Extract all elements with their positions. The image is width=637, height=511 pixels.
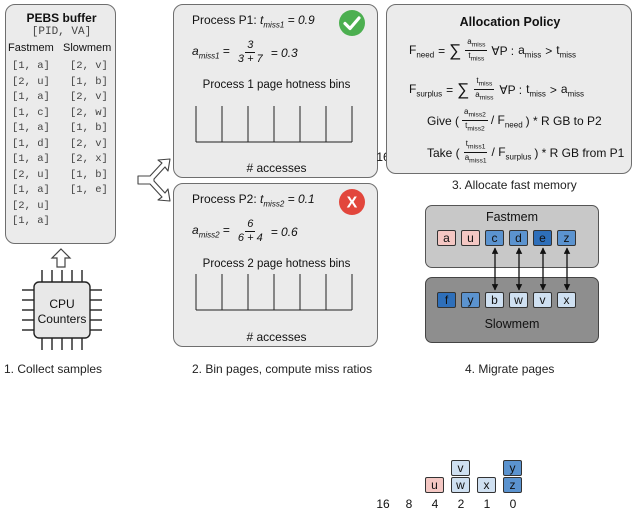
slowmem-box bbox=[425, 277, 599, 343]
bin-tick-label: 0 bbox=[509, 497, 517, 511]
p2-xlabel: # accesses bbox=[246, 330, 307, 344]
pebs-fast-row: [1, a] bbox=[12, 60, 50, 72]
mem-page-u: u bbox=[461, 230, 480, 246]
pebs-fast-row: [1, a] bbox=[12, 91, 50, 103]
p2-bins-title: Process 2 page hotness bins bbox=[202, 258, 351, 270]
pebs-fastmem-header: Fastmem bbox=[8, 42, 54, 54]
bin-tick-label: 16 bbox=[376, 497, 390, 511]
pebs-title: PEBS buffer bbox=[26, 11, 97, 25]
bin-tick-label: 4 bbox=[431, 497, 439, 511]
mem-page-f: f bbox=[437, 292, 456, 308]
pebs-fast-row: [1, a] bbox=[12, 184, 50, 196]
bin-tick-label: 8 bbox=[405, 497, 413, 511]
pebs-slow-row: [2, w] bbox=[70, 106, 108, 119]
pebs-subtitle: [PID, VA] bbox=[31, 26, 92, 38]
mem-page-d: d bbox=[509, 230, 528, 246]
mem-page-c: c bbox=[485, 230, 504, 246]
pebs-slow-row: [1, e] bbox=[70, 184, 108, 196]
policy-title: Allocation Policy bbox=[459, 15, 561, 29]
p2-title: Process P2: tmiss2 = 0.1 bbox=[192, 192, 315, 209]
page-cell-z: z bbox=[503, 477, 522, 493]
page-cell-y: y bbox=[503, 460, 522, 476]
p1-title: Process P1: tmiss1 = 0.9 bbox=[192, 13, 315, 30]
pebs-fast-row: [1, d] bbox=[12, 137, 50, 150]
bin-tick-label: 2 bbox=[457, 497, 465, 511]
caption-step2: 2. Bin pages, compute miss ratios bbox=[192, 362, 373, 376]
pebs-fast-row: [2, u] bbox=[12, 199, 50, 212]
fork-arrow-icon bbox=[137, 158, 171, 202]
bin-tick-label: 1 bbox=[483, 497, 491, 511]
caption-step3: 3. Allocate fast memory bbox=[452, 178, 577, 192]
mem-page-a: a bbox=[437, 230, 456, 246]
pebs-fast-row: [1, a] bbox=[12, 122, 50, 134]
pebs-slow-row: [2, v] bbox=[70, 60, 108, 72]
pebs-slow-row: [1, b] bbox=[70, 122, 108, 134]
mem-page-z: z bbox=[557, 230, 576, 246]
pebs-slow-row: [2, v] bbox=[70, 137, 108, 150]
p1-bins-title: Process 1 page hotness bins bbox=[202, 79, 351, 91]
mem-page-e: e bbox=[533, 230, 552, 246]
pebs-slow-row: [2, v] bbox=[70, 91, 108, 103]
pebs-slowmem-header: Slowmem bbox=[63, 42, 112, 54]
pebs-fastmem-list: [1, a] [2, u] [1, a] [1, c] [1, a] [1, d] [1, … bbox=[12, 59, 50, 230]
mem-page-y: y bbox=[461, 292, 480, 308]
mem-page-b: b bbox=[485, 292, 504, 308]
caption-step4: 4. Migrate pages bbox=[465, 362, 555, 376]
page-cell-x: x bbox=[477, 477, 496, 493]
pebs-fast-row: [2, u] bbox=[12, 168, 50, 181]
mem-page-x: x bbox=[557, 292, 576, 308]
pebs-slow-row: [1, b] bbox=[70, 75, 108, 88]
pebs-slow-row: [1, b] bbox=[70, 168, 108, 181]
pebs-fast-row: [1, c] bbox=[12, 106, 50, 119]
migration-arrows bbox=[491, 247, 571, 291]
pebs-fast-row: [2, u] bbox=[12, 75, 50, 88]
pebs-fast-row: [1, a] bbox=[12, 215, 50, 227]
cpu-chip-icon bbox=[22, 270, 102, 350]
slowmem-label: Slowmem bbox=[484, 317, 540, 331]
cpu-label-line1: CPU bbox=[49, 297, 75, 311]
page-cell-v: v bbox=[451, 460, 470, 476]
cpu-label-line2: Counters bbox=[37, 312, 87, 326]
up-arrow-icon bbox=[50, 248, 72, 268]
page-cell-u: u bbox=[425, 477, 444, 493]
pebs-buffer-panel: PEBS buffer [PID, VA] Fastmem Slowmem [1… bbox=[5, 4, 116, 244]
p2-bins-axis bbox=[195, 274, 353, 311]
fastmem-label: Fastmem bbox=[485, 210, 539, 224]
svg-text:X: X bbox=[347, 195, 358, 212]
mem-page-v: v bbox=[533, 292, 552, 308]
pebs-slow-row: [2, x] bbox=[70, 153, 108, 165]
p1-xlabel: # accesses bbox=[246, 161, 307, 175]
page-cell-w: w bbox=[451, 477, 470, 493]
check-icon bbox=[339, 10, 365, 36]
pebs-slowmem-list: [2, v] [1, b] [2, v] [2, w] [1, b] [2, v] [2, … bbox=[70, 59, 108, 199]
x-icon: X bbox=[339, 189, 365, 215]
mem-page-w: w bbox=[509, 292, 528, 308]
pebs-fast-row: [1, a] bbox=[12, 153, 50, 165]
caption-step1: 1. Collect samples bbox=[4, 362, 103, 376]
p1-bins-axis bbox=[195, 106, 353, 143]
